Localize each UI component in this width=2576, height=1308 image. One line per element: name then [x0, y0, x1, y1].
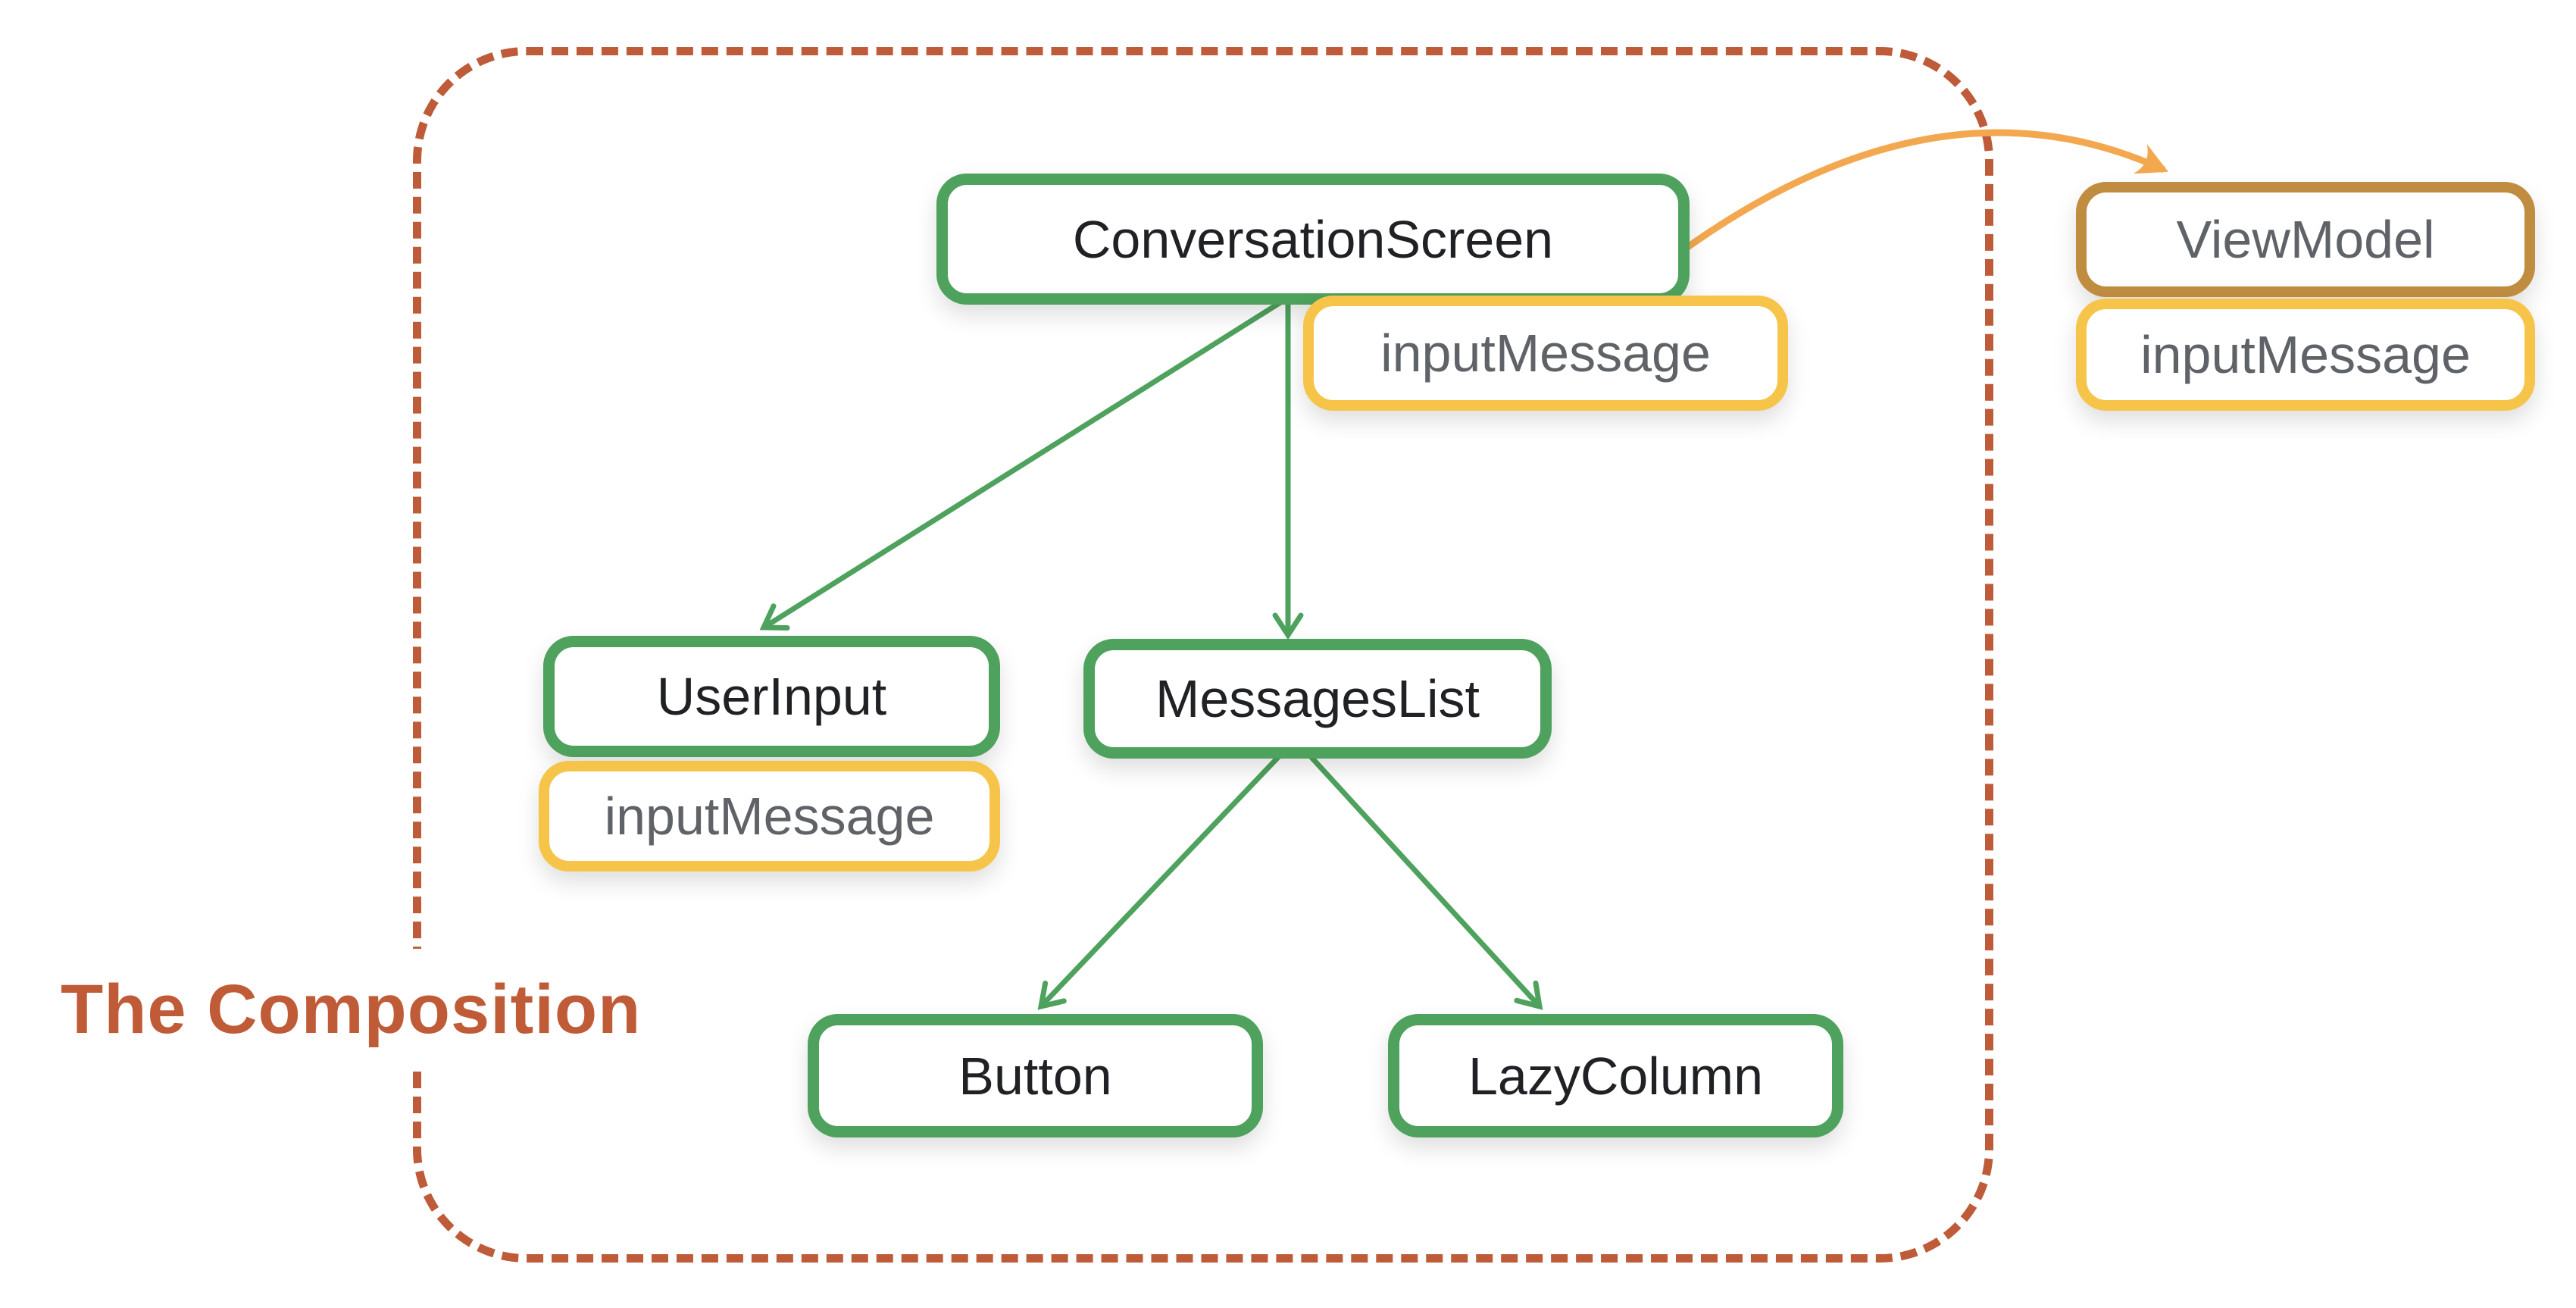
node-button-label: Button: [958, 1046, 1112, 1106]
node-lazycolumn: LazyColumn: [1388, 1014, 1843, 1137]
node-inputmessage-viewmodel: inputMessage: [2076, 299, 2535, 411]
node-messageslist: MessagesList: [1083, 639, 1552, 759]
node-conversationscreen-label: ConversationScreen: [1072, 209, 1554, 269]
node-viewmodel-label: ViewModel: [2176, 210, 2435, 269]
node-inputmessage-userinput-label: inputMessage: [604, 787, 935, 846]
node-messageslist-label: MessagesList: [1155, 669, 1480, 728]
node-inputmessage-viewmodel-label: inputMessage: [2140, 325, 2471, 384]
diagram-title: The Composition: [44, 949, 658, 1071]
node-inputmessage-main-label: inputMessage: [1380, 324, 1711, 383]
node-userinput-label: UserInput: [656, 667, 887, 726]
node-inputmessage-userinput: inputMessage: [539, 761, 1000, 871]
node-userinput: UserInput: [543, 636, 1000, 757]
composition-boundary: [413, 47, 1993, 1263]
node-viewmodel: ViewModel: [2076, 182, 2535, 297]
node-button: Button: [808, 1014, 1263, 1137]
node-lazycolumn-label: LazyColumn: [1468, 1046, 1764, 1106]
node-conversationscreen: ConversationScreen: [936, 174, 1690, 305]
node-inputmessage-main: inputMessage: [1303, 296, 1788, 411]
